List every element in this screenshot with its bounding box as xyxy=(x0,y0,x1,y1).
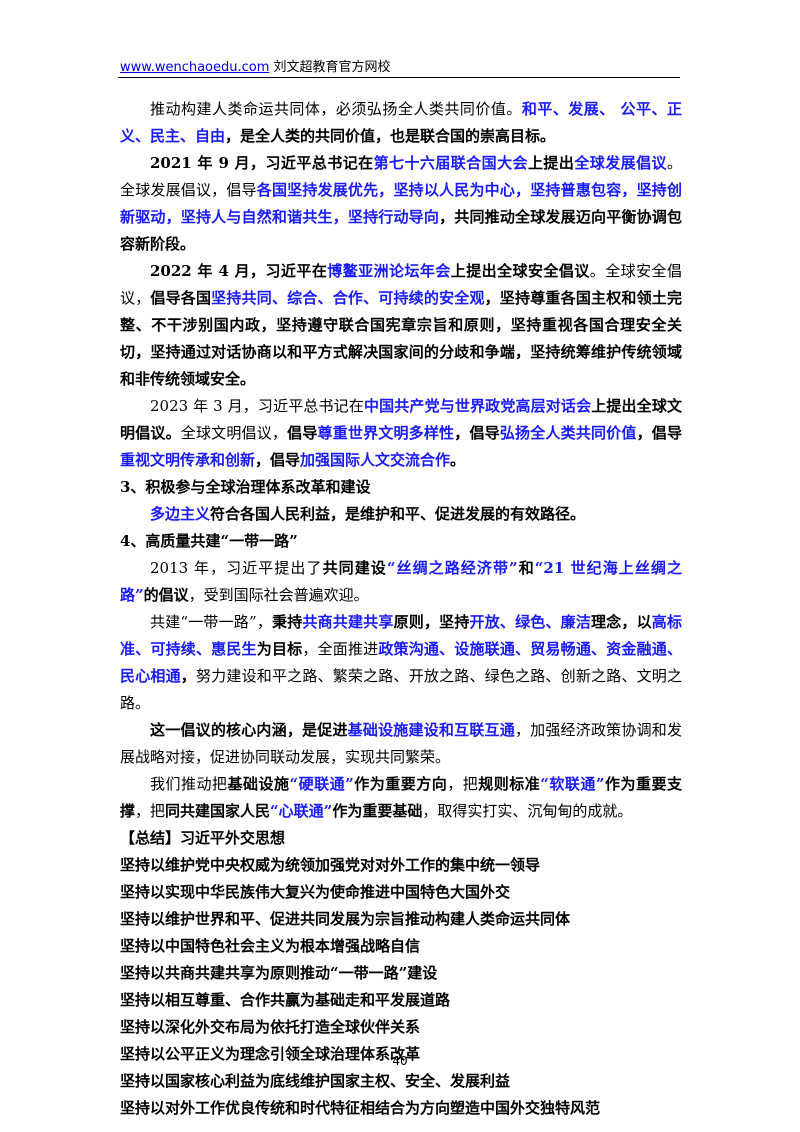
paragraph-connectivity: 我们推动把基础设施“硬联通”作为重要方向，把规则标准“软联通”作为重要支撑，把同… xyxy=(120,775,682,820)
highlight-boao-forum: 博鳌亚洲论坛年会 xyxy=(327,262,451,280)
highlight-gdi-content: 各国坚持发展优先，坚持以人民为中心，坚持普惠包容，坚持创新驱动，坚持人与自然和谐… xyxy=(120,181,682,226)
summary-item: 坚持以共商共建共享为原则推动“一带一路”建设 xyxy=(120,964,438,982)
summary-item: 坚持以维护党中央权威为统领加强党对对外工作的集中统一领导 xyxy=(120,856,541,874)
paragraph-multilateralism: 多边主义符合各国人民利益，是维护和平、促进发展的有效路径。 xyxy=(150,505,586,523)
summary-item: 坚持以对外工作优良传统和时代特征相结合为方向塑造中国外交独特风范 xyxy=(120,1099,601,1117)
highlight-common-values: 和平、发展、 公平、正义、民主、自由 xyxy=(120,100,682,145)
page-header: www.wenchaoedu.com 刘文超教育官方网校 xyxy=(120,56,391,75)
paragraph-global-security-initiative: 2022 年 4 月，习近平在博鳌亚洲论坛年会上提出全球安全倡议。全球安全倡议，… xyxy=(120,262,682,388)
section-heading-4: 4、高质量共建“一带一路” xyxy=(120,532,298,550)
summary-item: 坚持以相互尊重、合作共赢为基础走和平发展道路 xyxy=(120,991,451,1009)
summary-title: 【总结】习近平外交思想 xyxy=(120,829,286,847)
paragraph-core-connotation: 这一倡议的核心内涵，是促进基础设施建设和互联互通，加强经济政策协调和发展战略对接… xyxy=(120,721,682,766)
highlight-un-general-assembly: 第七十六届联合国大会 xyxy=(373,154,528,172)
page-number: 40 xyxy=(392,1054,408,1068)
summary-item: 坚持以实现中华民族伟大复兴为使命推进中国特色大国外交 xyxy=(120,883,511,901)
summary-item: 坚持以深化外交布局为依托打造全球伙伴关系 xyxy=(120,1018,421,1036)
summary-item: 坚持以国家核心利益为底线维护国家主权、安全、发展利益 xyxy=(120,1072,511,1090)
summary-item: 坚持以中国特色社会主义为根本增强战略自信 xyxy=(120,937,421,955)
summary-item: 坚持以维护世界和平、促进共同发展为宗旨推动构建人类命运共同体 xyxy=(120,910,571,928)
section-heading-3: 3、积极参与全球治理体系改革和建设 xyxy=(120,478,371,496)
highlight-party-dialogue: 中国共产党与世界政党高层对话会 xyxy=(363,397,592,415)
summary-item: 坚持以公平正义为理念引领全球治理体系改革 xyxy=(120,1045,421,1063)
paragraph-belt-and-road-principles: 共建“一带一路”，秉持共商共建共享原则，坚持开放、绿色、廉洁理念，以高标准、可持… xyxy=(120,613,682,712)
highlight-security-concept: 坚持共同、综合、合作、可持续的安全观 xyxy=(211,289,485,307)
header-divider xyxy=(118,77,680,78)
highlight-gdi: 全球发展倡议 xyxy=(574,154,667,172)
document-body: 推动构建人类命运共同体，必须弘扬全人类共同价值。和平、发展、 公平、正义、民主、… xyxy=(120,96,682,1122)
highlight-multilateralism: 多边主义 xyxy=(150,505,211,523)
header-site-name: 刘文超教育官方网校 xyxy=(269,60,391,75)
paragraph-global-development-initiative: 2021 年 9 月，习近平总书记在第七十六届联合国大会上提出全球发展倡议。全球… xyxy=(120,154,682,253)
paragraph-global-civilization-initiative: 2023 年 3 月，习近平总书记在中国共产党与世界政党高层对话会上提出全球文明… xyxy=(120,397,682,469)
paragraph-common-values: 推动构建人类命运共同体，必须弘扬全人类共同价值。和平、发展、 公平、正义、民主、… xyxy=(120,100,682,145)
website-link[interactable]: www.wenchaoedu.com xyxy=(120,60,270,75)
paragraph-belt-and-road-proposal: 2013 年，习近平提出了共同建设“丝绸之路经济带”和“21 世纪海上丝绸之路”… xyxy=(120,559,682,604)
